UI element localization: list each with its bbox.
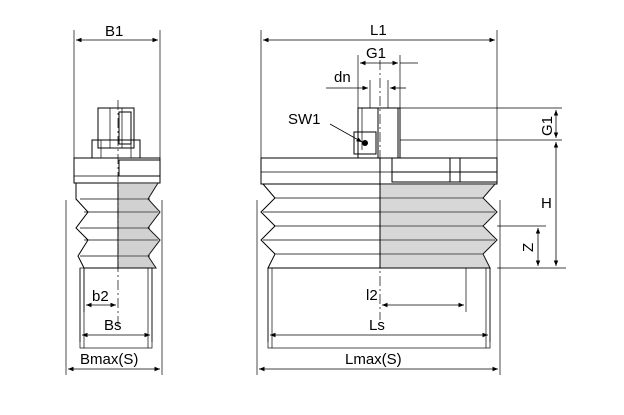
dimension-l2: l2 [366, 268, 467, 312]
label-h: H [541, 195, 552, 212]
dimension-ls: Ls [267, 268, 491, 342]
label-b1: B1 [105, 23, 123, 40]
side-view-plate [73, 157, 161, 184]
label-lmax: Lmax(S) [345, 351, 402, 368]
label-g1-top: G1 [366, 45, 386, 62]
front-view-bellows [260, 158, 498, 269]
dimension-b2: b2 [83, 268, 116, 312]
dimension-dn: dn [326, 69, 406, 108]
side-view-lip [79, 267, 153, 349]
dimension-bmax: Bmax(S) [65, 200, 163, 375]
label-dn: dn [334, 69, 351, 86]
dimension-z: Z [497, 225, 546, 266]
label-l2: l2 [366, 287, 378, 304]
side-view: B1 b2 Bs Bmax(S) [65, 23, 163, 375]
label-b2: b2 [92, 288, 109, 305]
label-ls: Ls [369, 317, 385, 334]
label-sw1: SW1 [288, 111, 321, 128]
dimension-lmax: Lmax(S) [256, 200, 501, 375]
dimension-g1-side: G1 [400, 107, 562, 141]
dimension-h: H [497, 142, 566, 269]
label-l1: L1 [370, 22, 387, 39]
front-view-lip [267, 267, 491, 349]
label-bmax: Bmax(S) [80, 351, 138, 368]
dimension-g1-top: G1 [357, 45, 418, 108]
dimension-b1: B1 [73, 23, 161, 158]
side-view-nut [91, 107, 141, 159]
dimension-bs: Bs [79, 268, 153, 342]
front-view-plate [260, 157, 498, 185]
front-view: L1 G1 dn SW1 G1 [256, 22, 566, 375]
label-z: Z [520, 243, 537, 252]
label-bs: Bs [104, 317, 122, 334]
front-view-nut [353, 107, 401, 159]
label-sw1-leader: SW1 [288, 111, 363, 143]
dimension-l1: L1 [260, 22, 498, 158]
label-g1-side: G1 [539, 116, 556, 136]
